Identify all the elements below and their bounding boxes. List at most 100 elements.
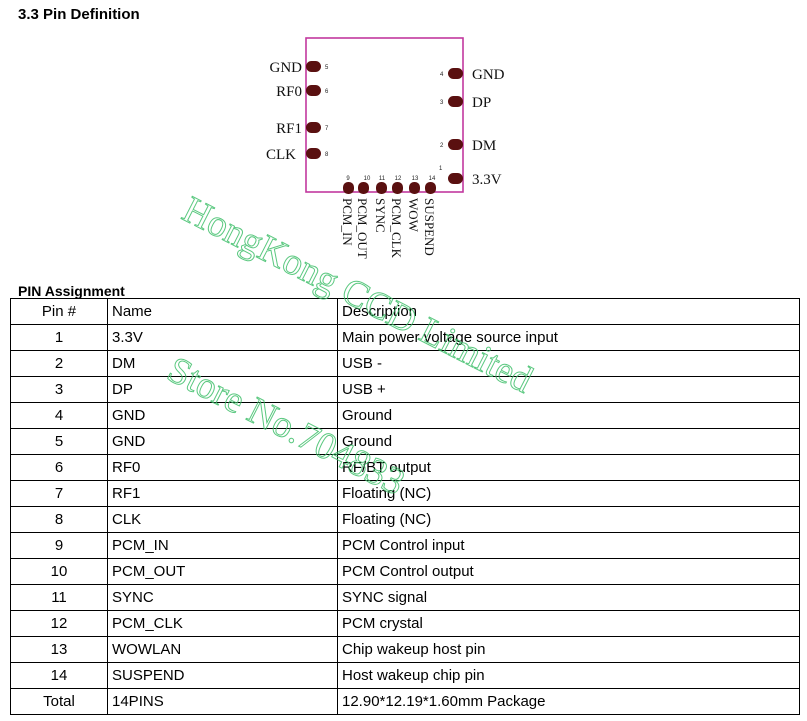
cell-description: USB + xyxy=(337,376,800,403)
pin-label: 3.3V xyxy=(472,172,502,188)
cell-total-name: 14PINS xyxy=(107,688,338,715)
cell-pin: 4 xyxy=(10,402,108,429)
bottom-pin-10: 10 PCM_OUT xyxy=(355,176,371,259)
cell-pin: 13 xyxy=(10,636,108,663)
cell-name: GND xyxy=(107,428,338,455)
pin-label: RF0 xyxy=(276,84,302,100)
pin-number: 3 xyxy=(440,100,444,106)
table-row: 9 PCM_IN PCM Control input xyxy=(10,532,800,559)
table-row: 6 RF0 RF/BT output xyxy=(10,454,800,481)
bottom-pin-11: 11 SYNC xyxy=(373,176,388,233)
table-row: 12 PCM_CLK PCM crystal xyxy=(10,610,800,637)
pin-label: PCM_IN xyxy=(340,198,355,246)
pin-number: 8 xyxy=(325,152,329,158)
cell-pin: 12 xyxy=(10,610,108,637)
table-total-row: Total 14PINS 12.90*12.19*1.60mm Package xyxy=(10,688,800,715)
cell-description: Ground xyxy=(337,428,800,455)
right-pin-4: 4 GND xyxy=(440,67,505,83)
pin-number: 5 xyxy=(325,65,329,71)
cell-name: 3.3V xyxy=(107,324,338,351)
cell-description: Chip wakeup host pin xyxy=(337,636,800,663)
cell-description: PCM crystal xyxy=(337,610,800,637)
pin-label: GND xyxy=(270,60,303,76)
cell-name: SUSPEND xyxy=(107,662,338,689)
cell-pin: 3 xyxy=(10,376,108,403)
cell-name: DP xyxy=(107,376,338,403)
header-description: Description xyxy=(337,298,800,325)
pin-label: GND xyxy=(472,67,505,83)
cell-name: SYNC xyxy=(107,584,338,611)
cell-description: SYNC signal xyxy=(337,584,800,611)
cell-description: USB - xyxy=(337,350,800,377)
cell-description: Floating (NC) xyxy=(337,480,800,507)
cell-pin: 5 xyxy=(10,428,108,455)
section-title: 3.3 Pin Definition xyxy=(18,6,140,23)
cell-description: PCM Control output xyxy=(337,558,800,585)
pin-label: DM xyxy=(472,138,496,154)
cell-name: DM xyxy=(107,350,338,377)
pin-label: SYNC xyxy=(373,198,388,233)
pin-number: 1 xyxy=(439,166,443,172)
left-pin-7: 7 RF1 xyxy=(276,121,329,137)
cell-total-description: 12.90*12.19*1.60mm Package xyxy=(337,688,800,715)
cell-name: PCM_IN xyxy=(107,532,338,559)
pin-number: 14 xyxy=(429,176,436,182)
cell-total-label: Total xyxy=(10,688,108,715)
cell-name: PCM_OUT xyxy=(107,558,338,585)
cell-name: WOWLAN xyxy=(107,636,338,663)
bottom-pin-14: 14 SUSPEND xyxy=(422,176,437,256)
pin-label: CLK xyxy=(266,147,296,163)
cell-description: Main power voltage source input xyxy=(337,324,800,351)
table-row: 13 WOWLAN Chip wakeup host pin xyxy=(10,636,800,663)
cell-name: PCM_CLK xyxy=(107,610,338,637)
pin-number: 12 xyxy=(395,176,402,182)
right-pin-2: 2 DM xyxy=(440,138,496,154)
cell-pin: 9 xyxy=(10,532,108,559)
cell-name: RF0 xyxy=(107,454,338,481)
pin-diagram: 5 GND 6 RF0 7 RF1 8 CLK 4 GND 3 DP 2 DM … xyxy=(266,37,505,259)
bottom-pin-12: 12 PCM_CLK xyxy=(389,176,404,259)
pin-number: 2 xyxy=(440,143,444,149)
cell-description: Ground xyxy=(337,402,800,429)
pin-number: 9 xyxy=(346,176,350,182)
table-row: 10 PCM_OUT PCM Control output xyxy=(10,558,800,585)
right-pin-1: 1 3.3V xyxy=(439,166,502,188)
pin-label: PCM_OUT xyxy=(355,198,370,259)
bottom-pin-13: 13 WOW xyxy=(406,176,421,233)
cell-description: PCM Control input xyxy=(337,532,800,559)
table-row: 11 SYNC SYNC signal xyxy=(10,584,800,611)
pin-label: PCM_CLK xyxy=(389,198,404,259)
cell-pin: 6 xyxy=(10,454,108,481)
right-pin-3: 3 DP xyxy=(440,95,491,111)
table-row: 3 DP USB + xyxy=(10,376,800,403)
table-row: 1 3.3V Main power voltage source input xyxy=(10,324,800,351)
header-name: Name xyxy=(107,298,338,325)
pin-number: 6 xyxy=(325,89,329,95)
pin-number: 11 xyxy=(379,176,386,182)
table-row: 5 GND Ground xyxy=(10,428,800,455)
table-title: PIN Assignment xyxy=(18,283,125,299)
table-header-row: Pin # Name Description xyxy=(10,298,800,325)
pin-label: RF1 xyxy=(276,121,302,137)
pin-number: 7 xyxy=(325,126,329,132)
left-pin-8: 8 CLK xyxy=(266,147,329,163)
cell-pin: 10 xyxy=(10,558,108,585)
cell-name: GND xyxy=(107,402,338,429)
header-pin: Pin # xyxy=(10,298,108,325)
pin-number: 10 xyxy=(364,176,371,182)
cell-description: Host wakeup chip pin xyxy=(337,662,800,689)
cell-description: Floating (NC) xyxy=(337,506,800,533)
cell-pin: 2 xyxy=(10,350,108,377)
table-row: 8 CLK Floating (NC) xyxy=(10,506,800,533)
cell-pin: 8 xyxy=(10,506,108,533)
bottom-pin-9: 9 PCM_IN xyxy=(340,176,355,246)
table-row: 7 RF1 Floating (NC) xyxy=(10,480,800,507)
table-row: 2 DM USB - xyxy=(10,350,800,377)
cell-description: RF/BT output xyxy=(337,454,800,481)
cell-pin: 1 xyxy=(10,324,108,351)
pin-label: WOW xyxy=(406,198,421,233)
pin-assignment-table: Pin # Name Description 1 3.3V Main power… xyxy=(10,298,800,715)
cell-pin: 7 xyxy=(10,480,108,507)
cell-pin: 11 xyxy=(10,584,108,611)
pin-number: 13 xyxy=(412,176,419,182)
